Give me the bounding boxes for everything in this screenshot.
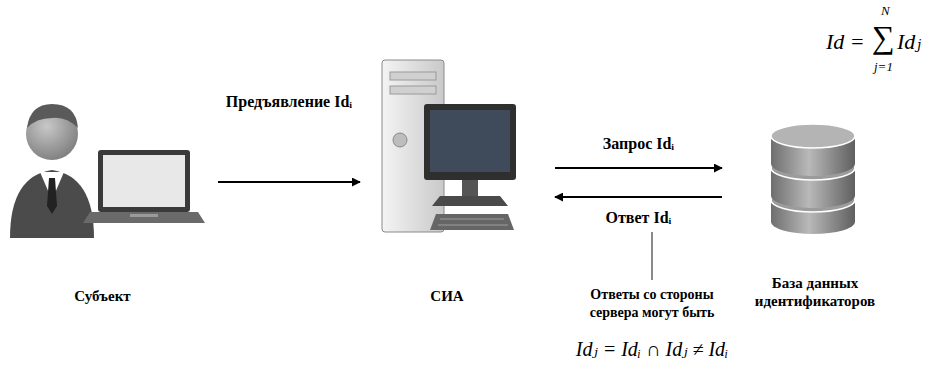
person-icon-part <box>47 178 57 214</box>
person-icon <box>10 104 94 238</box>
subject-node: Субъект <box>5 95 200 305</box>
computer-icon-part <box>424 104 516 180</box>
formula-term: Id = <box>826 30 865 54</box>
response-arrow <box>555 196 722 198</box>
note-text: Ответы со стороны сервера могут быть <box>567 286 737 322</box>
present-arrow <box>218 181 360 183</box>
node-label: Субъект <box>74 287 130 305</box>
edge-label: Запрос Idᵢ <box>600 134 677 155</box>
formula-term: Idⱼ <box>897 30 921 54</box>
computer-icon-part <box>438 219 508 225</box>
computer-icon-part <box>430 214 514 230</box>
database-icon <box>771 124 855 234</box>
leader-line <box>651 232 653 280</box>
computer-icon-part <box>462 180 478 196</box>
sum-sign: ∑ <box>872 20 895 55</box>
computer-icon-part <box>390 72 436 80</box>
sum-upper-limit: N <box>881 4 890 18</box>
laptop-icon <box>83 150 205 223</box>
person-icon-part <box>27 104 78 128</box>
formula-note: Idⱼ = Idᵢ ∩ Idⱼ ≠ Idᵢ <box>576 338 728 360</box>
computer-icon-part <box>393 133 407 147</box>
laptop-icon-part <box>103 155 185 207</box>
computer-icon-part <box>390 86 436 94</box>
computer-icon-part <box>430 110 510 172</box>
database-icon-part <box>771 124 855 148</box>
laptop-icon-part <box>130 214 158 217</box>
edge-label: Предъявление Idᵢ <box>223 92 355 113</box>
system-node: СИА <box>372 50 522 305</box>
laptop-icon-part <box>98 150 190 212</box>
node-label: СИА <box>430 287 463 305</box>
laptop-icon-part <box>83 212 205 223</box>
database-node: База данных идентификаторов <box>734 120 896 310</box>
computer-icon-part <box>432 196 508 206</box>
edge-label: Ответ Idᵢ <box>603 208 675 229</box>
request-arrow <box>555 167 722 169</box>
node-label: База данных идентификаторов <box>740 274 890 310</box>
computer-icon <box>382 60 516 232</box>
sum-lower-limit: j=1 <box>874 60 893 74</box>
person-icon-part <box>10 170 94 238</box>
